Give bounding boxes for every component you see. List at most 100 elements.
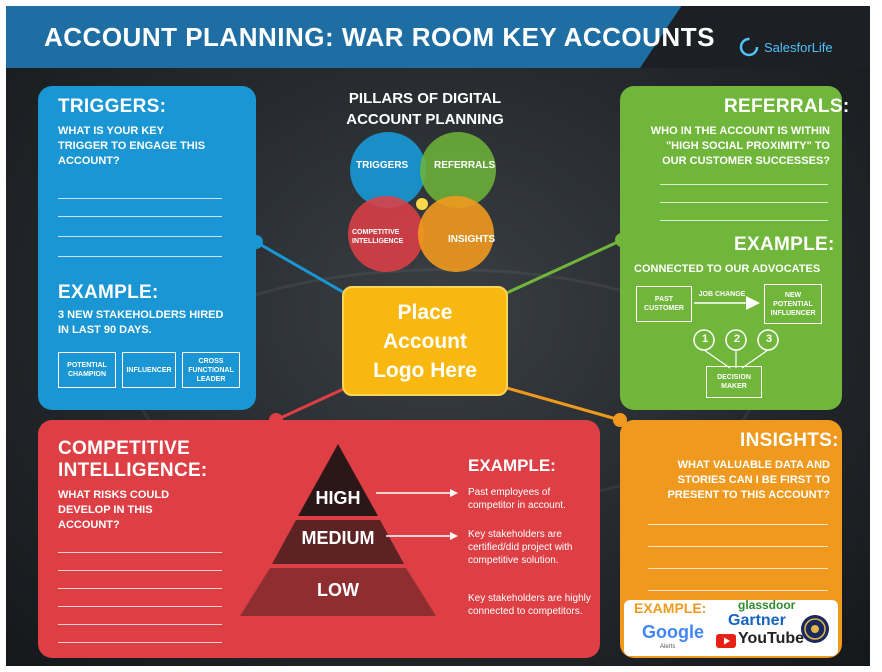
flow-job-change-label: JOB CHANGE (698, 290, 746, 298)
competitive-title-line: INTELLIGENCE: (58, 460, 208, 481)
youtube-play-icon (716, 634, 736, 648)
role-label: POTENTIAL (67, 362, 107, 369)
answer-line (58, 588, 222, 589)
venn-label-insights: INSIGHTS (448, 234, 496, 245)
brand-ring-icon (739, 37, 759, 57)
flow-label: DECISION (717, 374, 751, 381)
role-cross-functional-leader: CROSS FUNCTIONAL LEADER (182, 352, 240, 388)
pyramid-tier-low (240, 568, 436, 616)
role-label: FUNCTIONAL (188, 366, 234, 374)
flow-label: CUSTOMER (644, 305, 684, 312)
triggers-question: WHAT IS YOUR KEY TRIGGER TO ENGAGE THIS … (58, 125, 206, 167)
answer-line (58, 570, 222, 571)
google-alerts-label: Alerts (660, 644, 676, 650)
tier-low-label: LOW (317, 580, 359, 600)
connector-competitive (275, 384, 351, 422)
referrals-question: WHO IN THE ACCOUNT IS WITHIN "HIGH SOCIA… (630, 124, 830, 169)
google-logo: Google (642, 622, 704, 642)
pyramid-tier-medium (272, 520, 404, 564)
pillars-title: PILLARS OF DIGITAL ACCOUNT PLANNING (330, 88, 520, 130)
brand-name: SalesforLife (764, 39, 833, 55)
answer-line (58, 216, 222, 217)
pillars-venn-diagram (348, 132, 496, 272)
answer-line (58, 236, 222, 237)
tier-medium-label: MEDIUM (301, 528, 375, 548)
answer-line (660, 184, 828, 185)
logo-placeholder-line: Place (397, 300, 453, 324)
page-title: ACCOUNT PLANNING: WAR ROOM KEY ACCOUNTS (44, 22, 715, 52)
flow-past-customer: PAST CUSTOMER (636, 286, 692, 322)
referrals-example-text: CONNECTED TO OUR ADVOCATES (634, 263, 821, 275)
venn-circle-referrals (420, 132, 496, 208)
answer-line (58, 642, 222, 643)
connector-insights (499, 384, 621, 422)
answer-line (58, 606, 222, 607)
answer-line (648, 546, 828, 547)
logo-placeholder-line: Logo Here (373, 358, 477, 382)
flow-label: PAST (654, 296, 674, 303)
tier-high-label: HIGH (315, 488, 361, 508)
competitive-note-high: Past employees of competitor in account. (468, 487, 566, 511)
flow-label: POTENTIAL (773, 300, 813, 308)
flow-label: NEW (784, 291, 802, 299)
flow-steps-icon (693, 329, 779, 369)
venn-circle-triggers (350, 132, 426, 208)
flow-label: INFLUENCER (770, 309, 816, 317)
brand-logo: SalesforLife (738, 36, 833, 58)
gartner-logo: Gartner (728, 612, 786, 629)
flow-decision-maker: DECISION MAKER (706, 366, 762, 398)
venn-circle-competitive (348, 196, 424, 272)
venn-circle-insights (418, 196, 494, 272)
insights-title: INSIGHTS: (740, 430, 839, 451)
triggers-title: TRIGGERS: (58, 96, 167, 117)
answer-line (648, 568, 828, 569)
role-label: INFLUENCER (126, 366, 172, 374)
answer-line (58, 624, 222, 625)
flow-arrow-icon (694, 296, 760, 310)
pillars-title-line: PILLARS OF DIGITAL (348, 90, 502, 107)
venn-label-referrals: REFERRALS (434, 160, 496, 171)
role-label: CHAMPION (67, 371, 107, 378)
competitive-title-line: COMPETITIVE (58, 438, 191, 459)
question-line: OUR CUSTOMER SUCCESSES? (662, 155, 830, 167)
connector-triggers (255, 240, 351, 298)
flow-step-1: 1 (701, 333, 709, 345)
account-logo-placeholder[interactable]: Place Account Logo Here (342, 286, 508, 396)
connector-referrals (499, 238, 623, 298)
role-label: LEADER (196, 375, 226, 383)
triggers-panel (38, 86, 256, 410)
referrals-example-title: EXAMPLE: (734, 234, 835, 255)
risk-pyramid (240, 444, 436, 616)
flow-step-3: 3 (765, 333, 773, 345)
role-label: CROSS (198, 357, 224, 365)
competitive-note-medium: Key stakeholders are certified/did proje… (468, 529, 573, 566)
logo-placeholder-line: Account (383, 329, 467, 353)
tier-arrows-icon (376, 489, 458, 540)
venn-label-line: COMPETITIVE (352, 229, 400, 236)
referrals-panel (620, 86, 842, 410)
answer-line (660, 220, 828, 221)
answer-line (58, 552, 222, 553)
header-brand-area (640, 6, 870, 68)
answer-line (58, 256, 222, 257)
venn-center-dot (416, 198, 428, 210)
pyramid-tier-high (298, 444, 378, 516)
triggers-example-text: 3 NEW STAKEHOLDERS HIRED IN LAST 90 DAYS… (58, 309, 224, 336)
insights-example-title: EXAMPLE: (634, 600, 707, 616)
venn-label-triggers: TRIGGERS (356, 160, 409, 171)
answer-line (648, 590, 828, 591)
triggers-example-title: EXAMPLE: (58, 282, 159, 303)
answer-line (660, 202, 828, 203)
pillars-title-line: ACCOUNT PLANNING (346, 111, 504, 128)
competitive-example-title: EXAMPLE: (468, 456, 556, 475)
flow-step-2: 2 (733, 333, 741, 345)
youtube-logo: YouTube (738, 630, 805, 647)
government-seal-icon (801, 615, 829, 643)
role-influencer: INFLUENCER (122, 352, 176, 388)
answer-line (648, 524, 828, 525)
competitive-question: WHAT RISKS COULD DEVELOP IN THIS ACCOUNT… (58, 489, 170, 531)
competitive-note-low: Key stakeholders are highly connected to… (468, 593, 591, 617)
venn-label-line: INTELLIGENCE (352, 238, 404, 245)
answer-line (58, 198, 222, 199)
